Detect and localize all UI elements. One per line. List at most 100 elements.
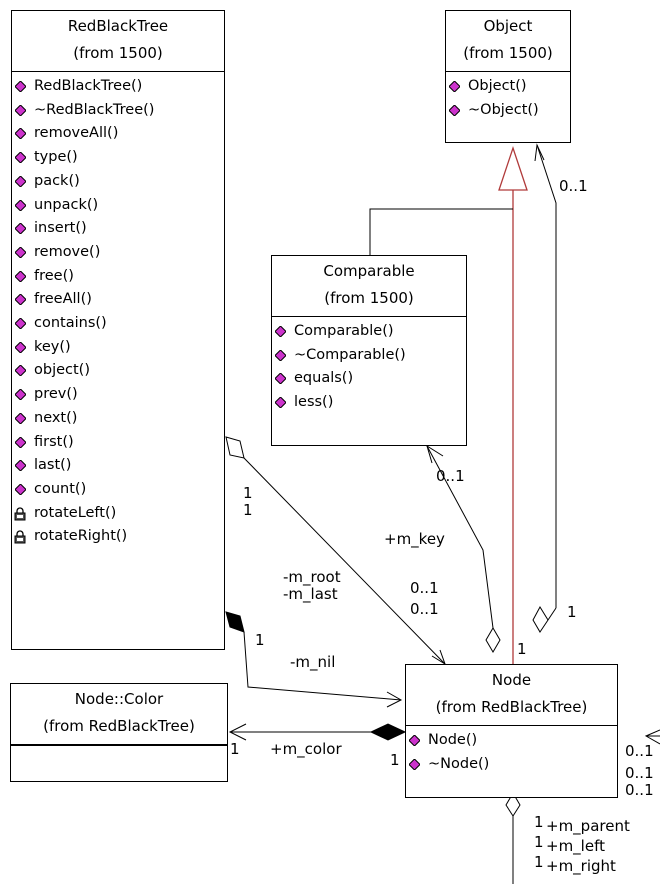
operation-item[interactable]: contains() [12,312,224,336]
operation-item[interactable]: first() [12,431,224,455]
public-operation-icon [275,373,286,385]
class-object[interactable]: Object (from 1500) Object() ~Object() [445,10,571,143]
public-operation-icon [15,412,26,424]
class-name: Comparable [323,262,415,280]
class-header: Object (from 1500) [446,11,570,72]
operation-item[interactable]: next() [12,407,224,431]
left-multiplicity: 1 [534,833,544,851]
operation-item[interactable]: freeAll() [12,288,224,312]
public-operation-icon [275,397,286,409]
class-header: Node::Color (from RedBlackTree) [11,684,227,745]
operation-item[interactable]: Object() [446,75,570,99]
operation-label: rotateRight() [34,528,128,545]
operations-compartment: Object() ~Object() [446,72,570,122]
operation-item[interactable]: pack() [12,170,224,194]
operation-label: Node() [428,732,478,748]
class-package: (from RedBlackTree) [43,717,195,735]
public-operation-icon [15,175,26,187]
operation-label: less() [294,394,334,411]
operation-label: ~Object() [468,101,539,118]
operation-label: rotateLeft() [34,504,117,521]
operation-item[interactable]: ~RedBlackTree() [12,99,224,123]
class-name: Object [483,17,533,35]
parent-multiplicity: 1 [534,813,544,831]
operation-item[interactable]: key() [12,336,224,360]
operation-item[interactable]: Comparable() [272,320,466,344]
class-comparable[interactable]: Comparable (from 1500) Comparable()~Comp… [271,255,467,446]
operation-item[interactable]: RedBlackTree() [12,75,224,99]
operation-item[interactable]: rotateRight() [12,525,224,549]
class-node-color[interactable]: Node::Color (from RedBlackTree) [10,683,228,782]
class-redblacktree[interactable]: RedBlackTree (from 1500) RedBlackTree() ~… [11,10,225,650]
class-header: RedBlackTree (from 1500) [12,11,224,72]
operation-label: ~RedBlackTree() [34,101,155,118]
right-multiplicity: 1 [534,853,544,871]
association-root-last [225,436,446,666]
operation-label: count() [34,480,87,497]
operation-item[interactable]: ~Comparable() [272,344,466,368]
public-operation-icon [409,735,420,746]
class-node[interactable]: Node (from RedBlackTree) Node()~Node() [405,664,618,798]
operations-compartment: Node() ~Node() [406,726,617,776]
operation-label: unpack() [34,196,99,213]
self-association [505,729,660,884]
operation-label: free() [34,267,74,284]
tree-multiplicity-b: 1 [243,501,253,519]
public-operation-icon [15,389,26,401]
public-operation-icon [409,758,420,770]
color-node-multiplicity: 1 [390,751,400,769]
operation-item[interactable]: unpack() [12,194,224,218]
operation-item[interactable]: ~Node() [406,753,617,777]
operation-item[interactable]: count() [12,478,224,502]
operation-label: contains() [34,315,107,332]
public-operation-icon [15,436,26,448]
class-name: Node [491,671,532,689]
m-parent-role: +m_parent [546,817,630,835]
node-object-multiplicity: 1 [567,603,577,621]
operation-item[interactable]: less() [272,391,466,415]
m-right-role: +m_right [546,857,616,875]
operation-item[interactable]: equals() [272,367,466,391]
operation-item[interactable]: last() [12,454,224,478]
m-root-role: -m_root [283,568,341,586]
operation-label: freeAll() [34,291,92,308]
public-operation-icon [15,223,26,235]
public-operation-icon [15,460,26,472]
operation-item[interactable]: Node() [406,729,617,753]
public-operation-icon [15,341,26,353]
operation-item[interactable]: rotateLeft() [12,502,224,526]
operation-item[interactable]: ~Object() [446,99,570,123]
operation-item[interactable]: insert() [12,217,224,241]
operation-label: insert() [34,220,87,237]
public-operation-icon [15,483,26,495]
comparable-multiplicity: 0..1 [436,467,465,485]
operation-item[interactable]: free() [12,265,224,289]
public-operation-icon [15,318,26,330]
operation-item[interactable]: removeAll() [12,122,224,146]
comparable-to-object-link [369,208,513,255]
public-operation-icon [15,152,26,164]
operation-label: ~Comparable() [294,346,406,363]
operation-item[interactable]: type() [12,146,224,170]
composition-color [228,723,407,741]
operation-item[interactable]: remove() [12,241,224,265]
class-package: (from 1500) [73,44,163,62]
association-node-object [532,143,557,633]
operation-item[interactable]: object() [12,359,224,383]
operation-label: prev() [34,386,78,403]
class-name: Node::Color [74,690,164,708]
association-node-comparable [426,444,501,653]
operation-label: first() [34,433,74,450]
nil-tree-multiplicity: 1 [255,631,265,649]
class-package: (from 1500) [463,44,553,62]
operation-label: pack() [34,172,80,189]
public-operation-icon [275,349,286,361]
operation-item[interactable]: prev() [12,383,224,407]
private-lock-icon [13,530,27,544]
operation-label: next() [34,409,78,426]
public-operation-icon [15,246,26,258]
public-operation-icon [15,365,26,377]
root-multiplicity: 0..1 [410,579,439,597]
self-multiplicity-b: 0..1 [625,764,654,782]
